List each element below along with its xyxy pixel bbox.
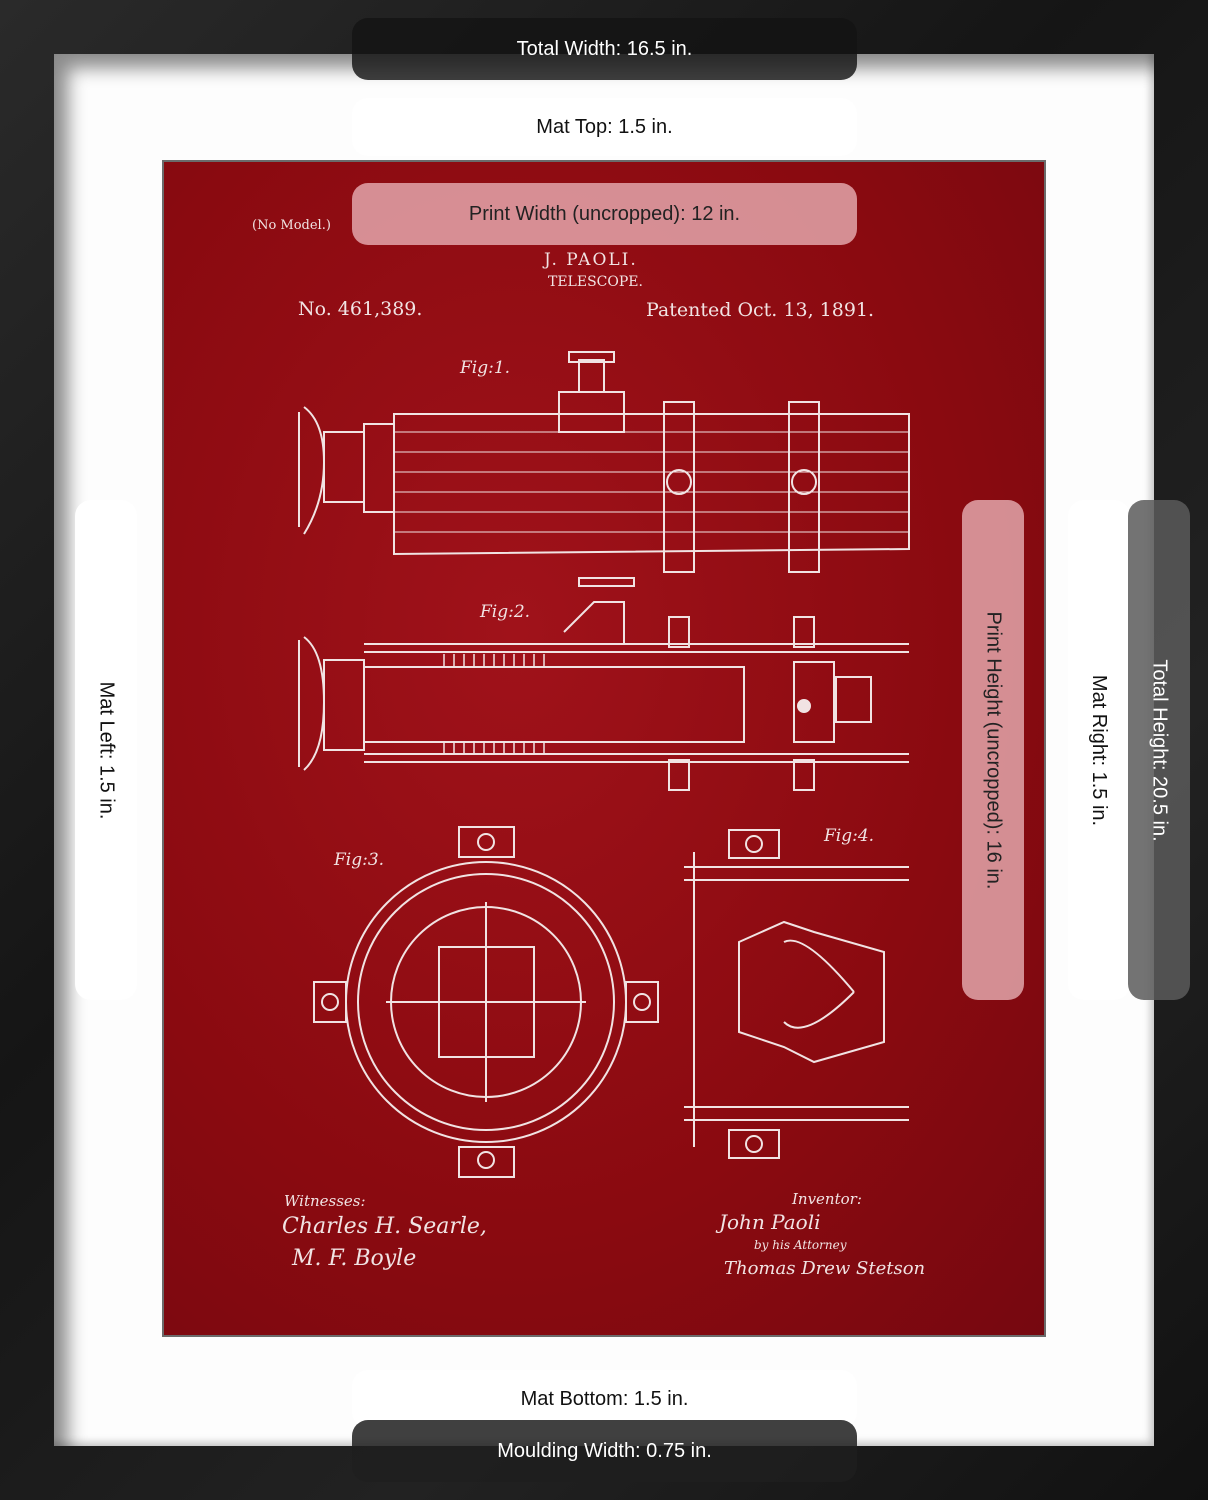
mat-left-text: Mat Left: 1.5 in. (95, 681, 118, 819)
fig3-drawing (313, 826, 659, 1178)
print-width-label: Print Width (uncropped): 12 in. (352, 183, 857, 245)
patent-date: Patented Oct. 13, 1891. (646, 299, 875, 321)
fig1-drawing (298, 351, 910, 573)
mat-right-text: Mat Right: 1.5 in. (1088, 674, 1111, 826)
telescope-patent-drawing (298, 351, 910, 1178)
fig4-drawing (684, 829, 909, 1159)
inventor-signature: John Paoli (719, 1210, 821, 1234)
mat-top-label: Mat Top: 1.5 in. (352, 98, 857, 156)
mat-left-label: Mat Left: 1.5 in. (75, 500, 137, 1000)
inventor-label: Inventor: (792, 1190, 862, 1208)
fig2-label: Fig:2. (480, 602, 531, 622)
mat-right-label: Mat Right: 1.5 in. (1068, 500, 1130, 1000)
witness-signature-1: Charles H. Searle, (282, 1214, 487, 1239)
patent-number: No. 461,389. (298, 298, 423, 320)
mat-bottom-label: Mat Bottom: 1.5 in. (352, 1370, 857, 1428)
fig1-label: Fig:1. (460, 358, 511, 378)
attorney-line: by his Attorney (754, 1238, 847, 1252)
witnesses-label: Witnesses: (284, 1192, 366, 1210)
patent-inventor-name: J. PAOLI. (544, 250, 638, 270)
print-height-text: Print Height (uncropped): 16 in. (982, 611, 1005, 889)
total-height-label: Total Height: 20.5 in. (1128, 500, 1190, 1000)
moulding-width-label: Moulding Width: 0.75 in. (352, 1420, 857, 1482)
fig2-drawing (298, 577, 909, 791)
fig3-label: Fig:3. (334, 850, 385, 870)
total-height-text: Total Height: 20.5 in. (1148, 658, 1171, 842)
no-model-text: (No Model.) (252, 218, 331, 233)
patent-title: TELESCOPE. (548, 274, 643, 290)
fig4-label: Fig:4. (824, 826, 875, 846)
patent-print: (No Model.) J. PAOLI. TELESCOPE. No. 461… (162, 160, 1046, 1337)
print-height-label: Print Height (uncropped): 16 in. (962, 500, 1024, 1000)
attorney-signature: Thomas Drew Stetson (724, 1258, 926, 1279)
total-width-label: Total Width: 16.5 in. (352, 18, 857, 80)
witness-signature-2: M. F. Boyle (292, 1246, 417, 1271)
